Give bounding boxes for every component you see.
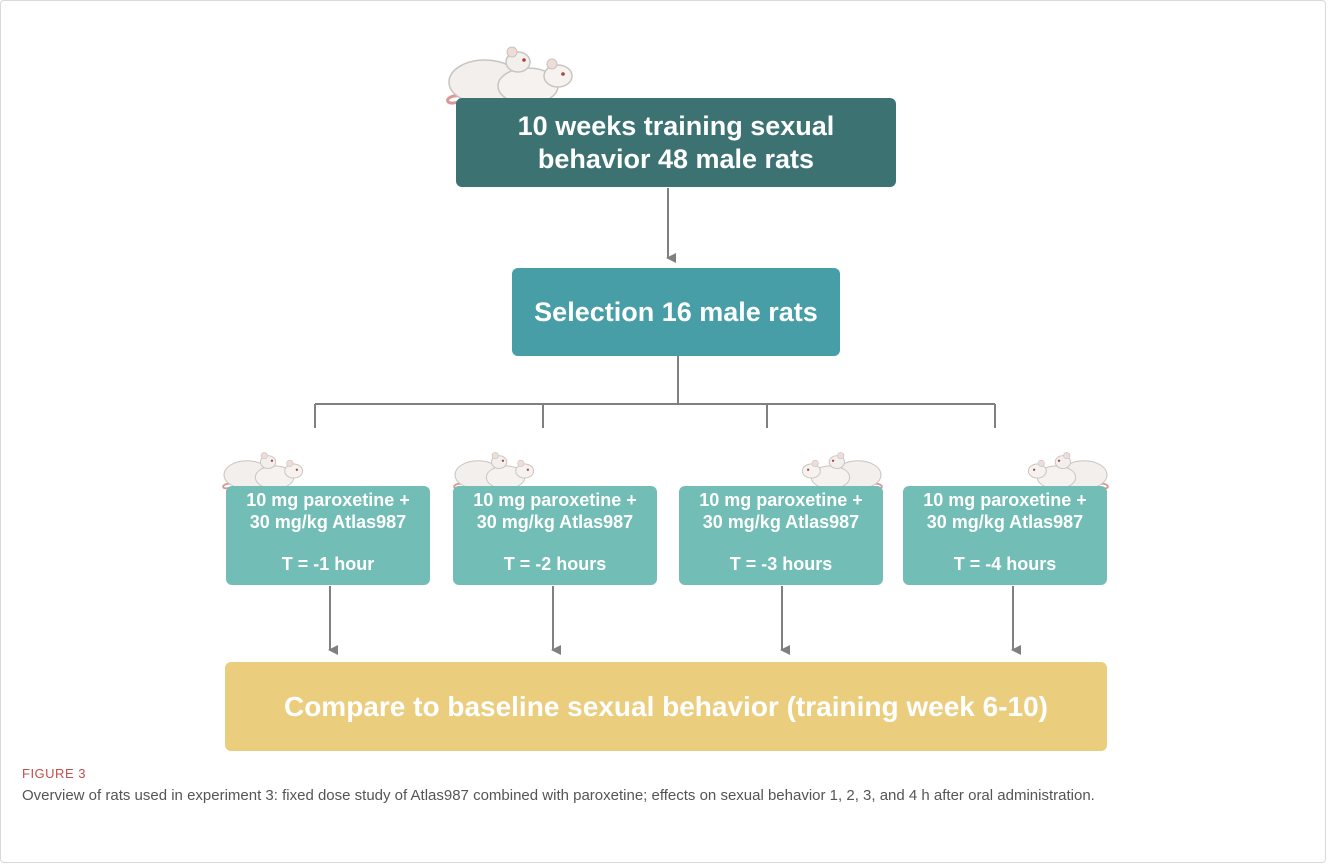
timepoint-dose-line1: 10 mg paroxetine + [473, 490, 637, 510]
rat-pair-icon [453, 452, 535, 493]
training-node-line1: 10 weeks training sexual [517, 110, 835, 141]
timepoint-dose-line1: 10 mg paroxetine + [699, 490, 863, 510]
timepoint-node-4: 10 mg paroxetine + 30 mg/kg Atlas987 T =… [903, 486, 1107, 585]
timepoint-dose-line2: 30 mg/kg Atlas987 [702, 512, 860, 532]
comparison-node: Compare to baseline sexual behavior (tra… [225, 662, 1107, 751]
timepoint-time: T = -1 hour [281, 554, 375, 574]
training-node: 10 weeks training sexual behavior 48 mal… [456, 98, 896, 187]
rat-pair-icon [222, 452, 304, 493]
rat-pair-icon [801, 452, 883, 493]
figure-caption: Overview of rats used in experiment 3: f… [22, 787, 1095, 804]
timepoint-dose-line2: 30 mg/kg Atlas987 [249, 512, 407, 532]
timepoint-time: T = -4 hours [953, 554, 1057, 574]
comparison-node-label: Compare to baseline sexual behavior (tra… [283, 690, 1049, 722]
timepoint-node-1: 10 mg paroxetine + 30 mg/kg Atlas987 T =… [226, 486, 430, 585]
timepoint-dose-line1: 10 mg paroxetine + [246, 490, 410, 510]
training-node-line2: behavior 48 male rats [537, 143, 815, 174]
selection-node: Selection 16 male rats [512, 268, 840, 356]
timepoint-time: T = -2 hours [503, 554, 607, 574]
timepoint-node-2: 10 mg paroxetine + 30 mg/kg Atlas987 T =… [453, 486, 657, 585]
timepoint-dose-line2: 30 mg/kg Atlas987 [926, 512, 1084, 532]
selection-node-label: Selection 16 male rats [534, 296, 818, 327]
figure-label: FIGURE 3 [22, 766, 86, 781]
timepoint-node-3: 10 mg paroxetine + 30 mg/kg Atlas987 T =… [679, 486, 883, 585]
timepoint-dose-line2: 30 mg/kg Atlas987 [476, 512, 634, 532]
rat-pair-icon [446, 46, 573, 110]
timepoint-dose-line1: 10 mg paroxetine + [923, 490, 1087, 510]
timepoint-time: T = -3 hours [729, 554, 833, 574]
